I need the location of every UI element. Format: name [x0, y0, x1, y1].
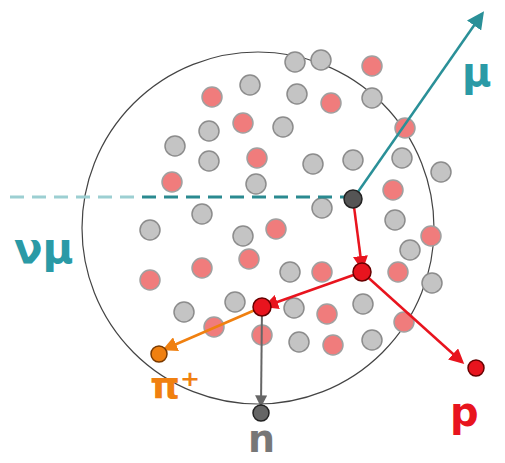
proton-nucleon — [247, 148, 267, 168]
proton-nucleon — [321, 93, 341, 113]
muon-track — [353, 14, 482, 199]
proton-nucleon — [239, 249, 259, 269]
neutron-nucleon — [233, 226, 253, 246]
neutron-nucleon — [285, 52, 305, 72]
neutron-nucleon — [287, 84, 307, 104]
proton-nucleon — [388, 262, 408, 282]
neutron-nucleon — [165, 136, 185, 156]
neutron-nucleon — [362, 330, 382, 350]
proton-nucleon — [383, 180, 403, 200]
vertex — [344, 190, 362, 208]
neutrino-line — [10, 196, 142, 199]
neutron-nucleon — [225, 292, 245, 312]
proton-track — [266, 272, 362, 306]
vertex — [253, 298, 271, 316]
neutron-nucleon — [174, 302, 194, 322]
pion-label: π⁺ — [150, 366, 200, 404]
neutron-nucleon — [192, 204, 212, 224]
neutron-nucleon — [289, 332, 309, 352]
proton-nucleon — [317, 304, 337, 324]
neutron-nucleon — [303, 154, 323, 174]
neutron-nucleon — [362, 88, 382, 108]
neutron-nucleon — [311, 50, 331, 70]
neutron-nucleon — [140, 220, 160, 240]
neutron-nucleon — [422, 273, 442, 293]
neutron-nucleon — [385, 210, 405, 230]
neutron-track — [261, 307, 262, 405]
muon-label: μ — [462, 52, 491, 92]
proton-nucleon — [140, 270, 160, 290]
neutron-dot — [253, 405, 269, 421]
neutron-nucleon — [312, 198, 332, 218]
proton-nucleon — [421, 226, 441, 246]
proton-dot — [468, 360, 484, 376]
proton-nucleon — [192, 258, 212, 278]
neutron-nucleon — [199, 121, 219, 141]
neutron-label: n — [248, 420, 275, 458]
proton-nucleon — [202, 87, 222, 107]
proton-track — [353, 199, 362, 268]
proton-track — [362, 272, 462, 362]
neutron-nucleon — [431, 162, 451, 182]
proton-nucleon — [362, 56, 382, 76]
neutrino-label: νμ — [14, 228, 74, 270]
neutron-nucleon — [284, 298, 304, 318]
neutron-nucleon — [343, 150, 363, 170]
proton-nucleon — [233, 113, 253, 133]
neutron-nucleon — [400, 240, 420, 260]
neutron-nucleon — [240, 75, 260, 95]
proton-nucleon — [162, 172, 182, 192]
pion-track — [165, 307, 262, 349]
neutron-nucleon — [353, 294, 373, 314]
vertex — [353, 263, 371, 281]
proton-nucleon — [323, 335, 343, 355]
neutron-nucleon — [392, 148, 412, 168]
neutrino-line — [142, 196, 352, 199]
pion-dot — [151, 346, 167, 362]
proton-nucleon — [312, 262, 332, 282]
neutron-nucleon — [246, 174, 266, 194]
neutron-nucleon — [280, 262, 300, 282]
neutron-nucleon — [273, 117, 293, 137]
nucleus-outline — [82, 52, 434, 404]
proton-nucleon — [266, 219, 286, 239]
neutron-nucleon — [199, 151, 219, 171]
proton-label: p — [450, 392, 479, 432]
